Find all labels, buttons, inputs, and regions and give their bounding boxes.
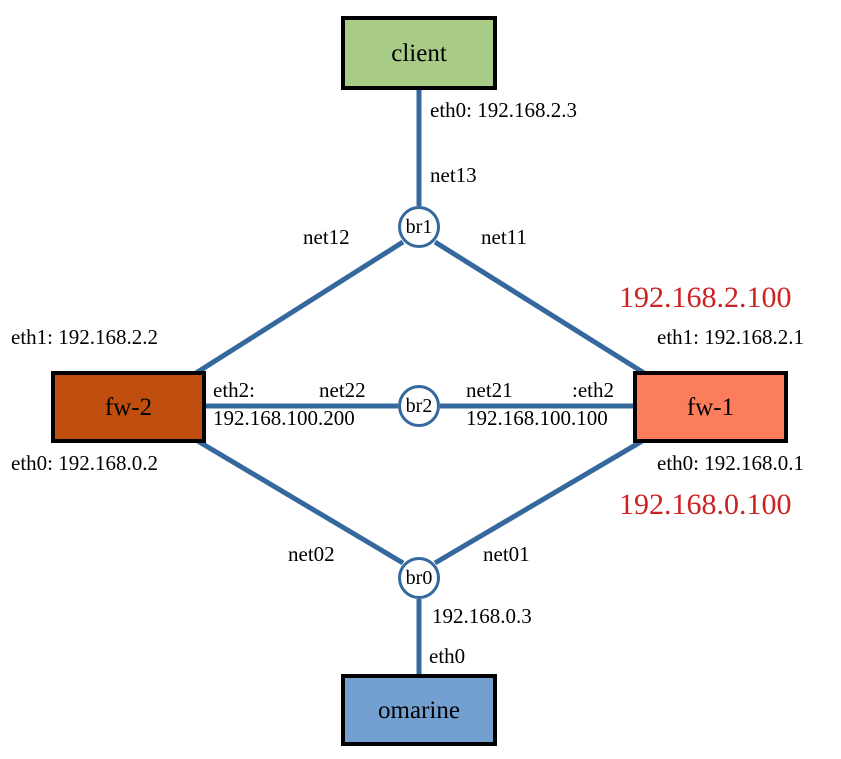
label-net01: net01	[483, 542, 530, 566]
label-vip-upper: 192.168.2.100	[619, 281, 792, 314]
label-net12: net12	[303, 225, 350, 249]
label-fw2-eth0: eth0: 192.168.0.2	[11, 451, 158, 475]
host-node-fw-1[interactable]: fw-1	[633, 371, 788, 443]
host-label-fw-1: fw-1	[686, 393, 735, 421]
label-fw2-eth2: eth2:	[213, 378, 255, 402]
bridge-label-br0: br0	[405, 567, 433, 589]
host-label-client: client	[391, 39, 447, 67]
bridge-node-br0[interactable]: br0	[398, 557, 440, 599]
label-fw1-eth0: eth0: 192.168.0.1	[657, 451, 804, 475]
bridge-node-br2[interactable]: br2	[398, 385, 440, 427]
label-omarine-eth0: eth0	[429, 644, 466, 668]
label-vip-lower: 192.168.0.100	[619, 488, 792, 521]
host-label-omarine: omarine	[378, 696, 460, 724]
bridge-label-br1: br1	[405, 216, 433, 238]
label-net02: net02	[288, 542, 335, 566]
label-fw1-eth2: :eth2	[572, 378, 614, 402]
edge-net01	[433, 437, 646, 566]
host-label-fw-2: fw-2	[104, 393, 153, 421]
label-client-eth0: eth0: 192.168.2.3	[430, 98, 577, 122]
edge-net02	[194, 437, 405, 566]
label-net22: net22	[319, 378, 366, 402]
label-fw1-eth1: eth1: 192.168.2.1	[657, 325, 804, 349]
label-fw1-eth2-address: 192.168.100.100	[466, 406, 608, 430]
host-node-client[interactable]: client	[341, 16, 497, 90]
host-node-fw-2[interactable]: fw-2	[51, 371, 206, 443]
label-net11: net11	[481, 225, 527, 249]
label-fw2-eth1: eth1: 192.168.2.2	[11, 325, 158, 349]
edge-net12	[194, 239, 405, 376]
edge-net11	[433, 239, 646, 376]
label-net21: net21	[466, 378, 513, 402]
bridge-node-br1[interactable]: br1	[398, 206, 440, 248]
label-omarine-address: 192.168.0.3	[432, 604, 532, 628]
host-node-omarine[interactable]: omarine	[341, 674, 497, 746]
label-fw2-eth2-address: 192.168.100.200	[213, 406, 355, 430]
label-net13: net13	[430, 163, 477, 187]
bridge-label-br2: br2	[405, 395, 433, 417]
